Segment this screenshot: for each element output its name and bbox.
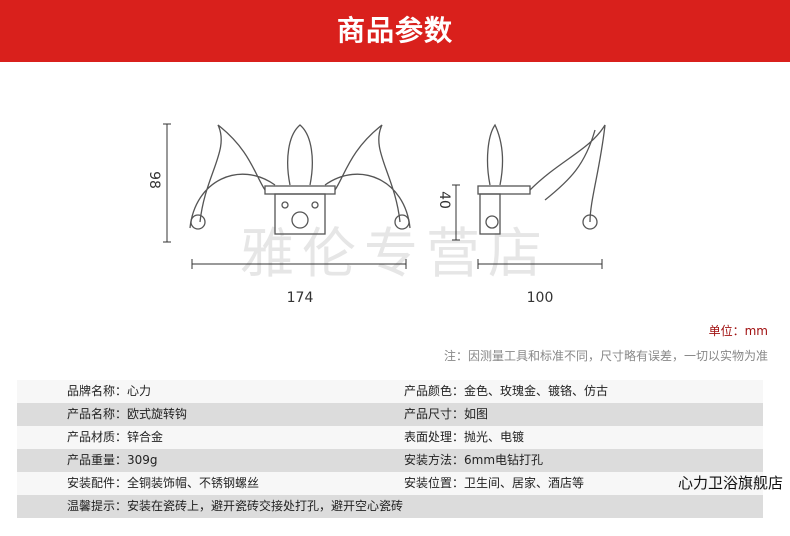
table-row: 产品材质：锌合金表面处理：抛光、电镀 <box>17 426 763 449</box>
front-view-hook-icon <box>189 124 411 235</box>
unit-label: 单位：mm <box>708 324 768 338</box>
product-dimension-drawing: 雅伦专营店 98 174 40 100 <box>0 62 790 322</box>
table-row: 安装配件：全铜装饰帽、不锈钢螺丝安装位置：卫生间、居家、酒店等心力卫浴旗舰店 <box>17 472 783 495</box>
dimension-width-front: 174 <box>287 290 314 306</box>
shop-name: 心力卫浴旗舰店 <box>677 474 783 492</box>
measurement-note: 注：因测量工具和标准不同，尺寸略有误差，一切以实物为准 <box>443 349 768 363</box>
spec-table: 品牌名称：心力产品颜色：金色、玫瑰金、镀铬、仿古 产品名称：欧式旋转钩产品尺寸：… <box>17 380 783 518</box>
page-title: 商品参数 <box>0 0 790 62</box>
watermark: 雅伦专营店 <box>240 222 550 285</box>
dimension-height-front: 98 <box>146 171 162 189</box>
dimension-width-side: 100 <box>527 290 554 306</box>
side-view-hook-icon <box>477 123 606 235</box>
table-row: 温馨提示：安装在瓷砖上，避开瓷砖交接处打孔，避开空心瓷砖 <box>17 495 763 518</box>
table-row: 品牌名称：心力产品颜色：金色、玫瑰金、镀铬、仿古 <box>17 380 763 403</box>
table-row: 产品名称：欧式旋转钩产品尺寸：如图 <box>17 403 763 426</box>
dimension-height-side: 40 <box>436 191 452 209</box>
